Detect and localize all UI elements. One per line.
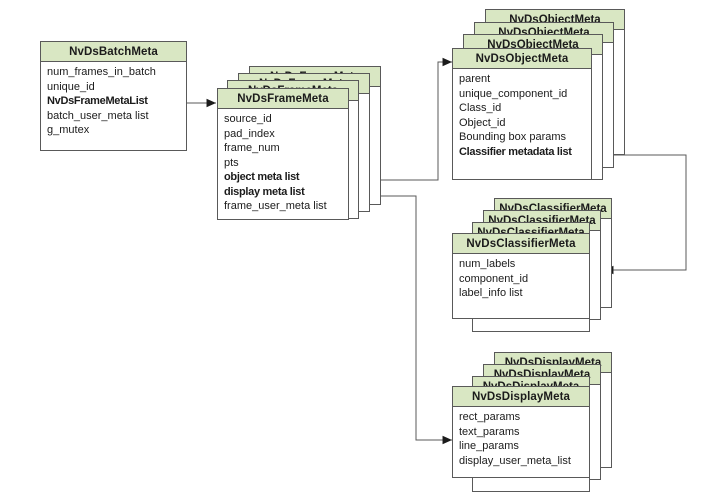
field-unique-component-id: unique_component_id bbox=[459, 87, 568, 100]
field-batch-user-meta-list: batch_user_meta list bbox=[47, 109, 149, 122]
box-fields-object: parent unique_component_id Class_id Obje… bbox=[453, 69, 591, 159]
field-parent: parent bbox=[459, 73, 491, 85]
field-frame-num: frame_num bbox=[224, 142, 280, 154]
box-nvdsbatchmeta[interactable]: NvDsBatchMeta num_frames_in_batch unique… bbox=[40, 41, 187, 151]
box-nvdsframemeta[interactable]: NvDsFrameMeta source_id pad_index frame_… bbox=[217, 88, 349, 220]
field-component-id: component_id bbox=[459, 272, 529, 285]
box-title-classifier: NvDsClassifierMeta bbox=[453, 234, 589, 254]
field-unique-id: unique_id bbox=[47, 80, 95, 93]
field-bounding-box-params: Bounding box params bbox=[459, 131, 567, 143]
field-num-frames-in-batch: num_frames_in_batch bbox=[47, 66, 156, 78]
box-nvdsdisplaymeta[interactable]: NvDsDisplayMeta rect_params text_params … bbox=[452, 386, 590, 478]
field-pts: pts bbox=[224, 156, 239, 169]
box-title-display: NvDsDisplayMeta bbox=[453, 387, 589, 407]
box-nvdsclassifiermeta[interactable]: NvDsClassifierMeta num_labels component_… bbox=[452, 233, 590, 319]
box-fields-frame: source_id pad_index frame_num pts object… bbox=[218, 109, 348, 214]
diagram-canvas: NvDsBatchMeta num_frames_in_batch unique… bbox=[40, 9, 687, 492]
field-frame-user-meta-list: frame_user_meta list bbox=[224, 200, 327, 212]
box-nvdsobjectmeta[interactable]: NvDsObjectMeta parent unique_component_i… bbox=[452, 48, 592, 180]
field-label-info-list: label_info list bbox=[459, 287, 523, 299]
wire-frame-to-display bbox=[318, 195, 452, 445]
field-object-meta-list: object meta list bbox=[224, 171, 300, 183]
box-title-object: NvDsObjectMeta bbox=[453, 49, 591, 69]
field-display-user-meta-list: display_user_meta_list bbox=[459, 454, 571, 467]
field-g-mutex: g_mutex bbox=[47, 124, 90, 136]
field-class-id: Class_id bbox=[459, 102, 502, 114]
box-title-frame: NvDsFrameMeta bbox=[218, 89, 348, 109]
field-classifier-metadata-list: Classifier metadata list bbox=[459, 145, 572, 158]
field-rect-params: rect_params bbox=[459, 411, 521, 423]
field-nvdsframemetalist: NvDsFrameMetaList bbox=[47, 95, 148, 107]
field-line-params: line_params bbox=[459, 440, 519, 452]
field-num-labels: num_labels bbox=[459, 258, 516, 270]
field-text-params: text_params bbox=[459, 425, 520, 438]
box-title-batch: NvDsBatchMeta bbox=[41, 42, 186, 62]
box-fields-display: rect_params text_params line_params disp… bbox=[453, 407, 589, 468]
field-object-id: Object_id bbox=[459, 116, 506, 129]
field-source-id: source_id bbox=[224, 113, 272, 125]
box-fields-batch: num_frames_in_batch unique_id NvDsFrameM… bbox=[41, 62, 186, 138]
field-display-meta-list: display meta list bbox=[224, 185, 305, 198]
box-fields-classifier: num_labels component_id label_info list bbox=[453, 254, 589, 301]
field-pad-index: pad_index bbox=[224, 127, 275, 140]
